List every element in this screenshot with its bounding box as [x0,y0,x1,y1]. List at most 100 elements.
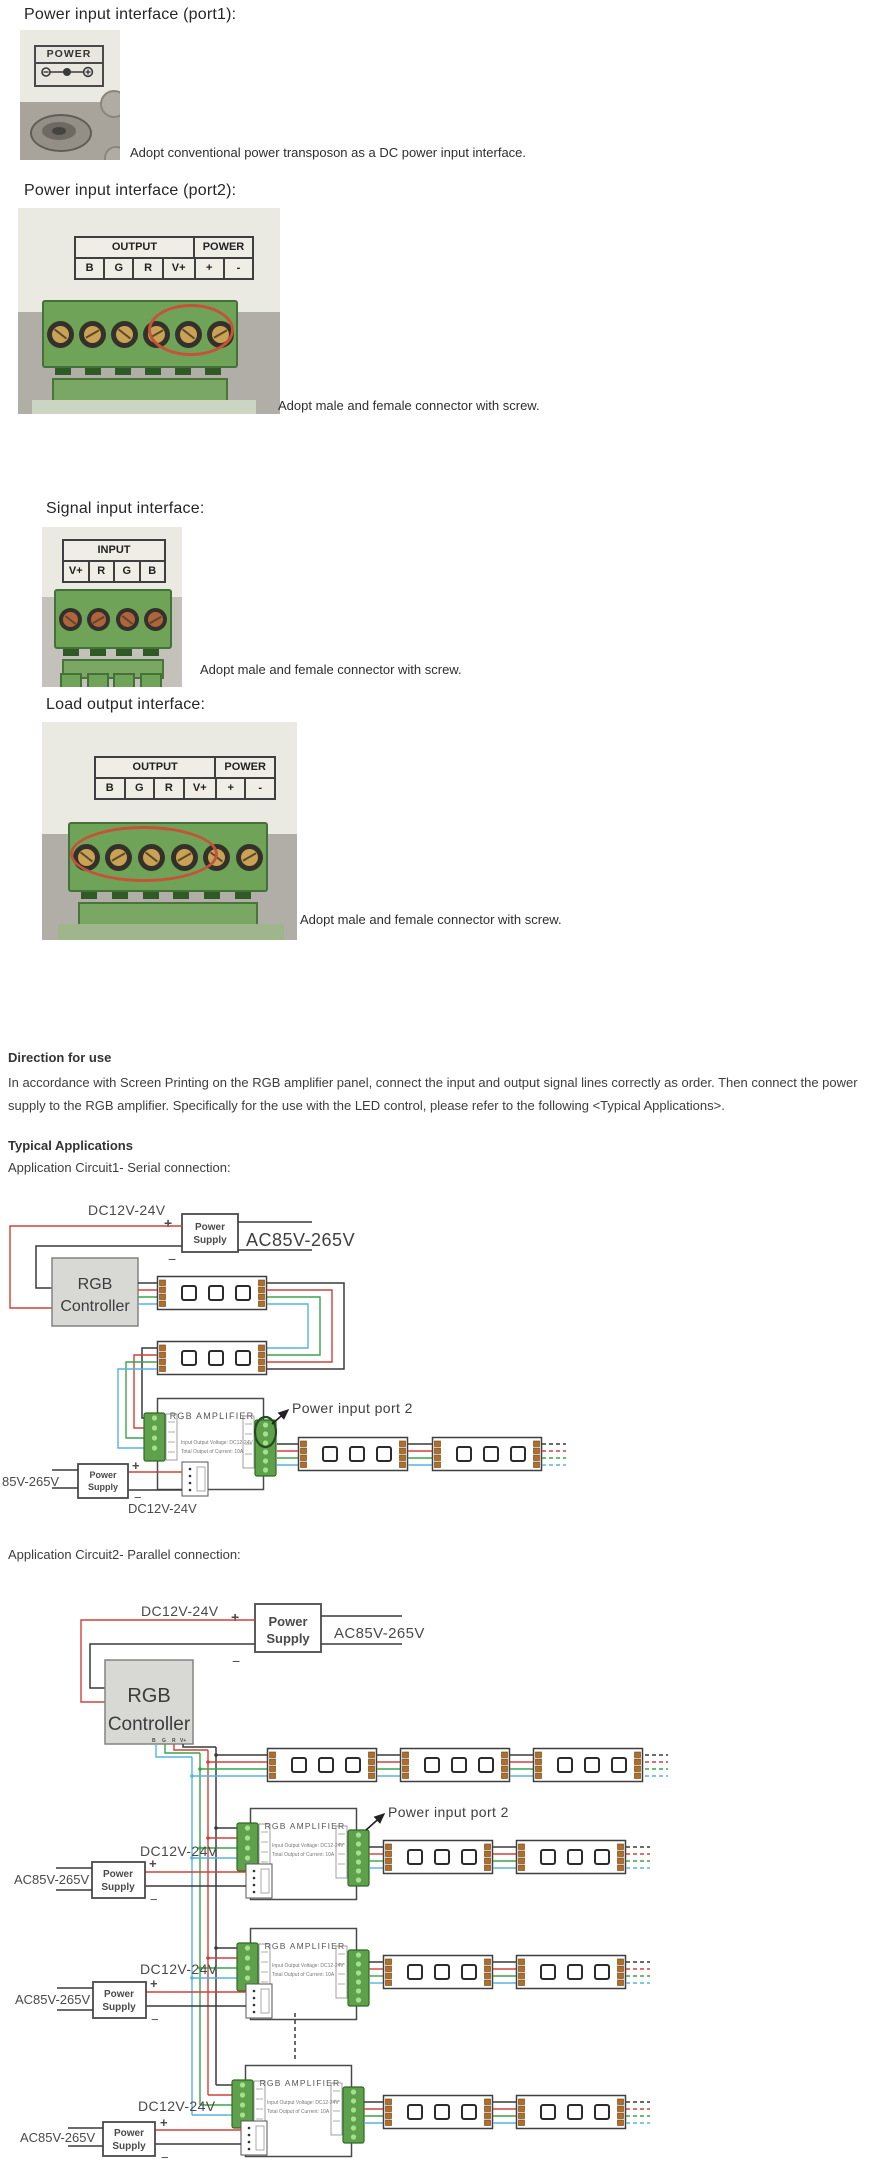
terminal-base [52,378,228,404]
rgb-controller-label: RGB [78,1276,113,1293]
terminal-slots [48,368,228,375]
power-input-port2-label: Power input port 2 [388,1804,509,1820]
heading-power-input-port2: Power input interface (port2): [24,182,237,199]
terminal-hole [58,607,82,631]
led-strip [266,1747,378,1783]
rgb-controller-label: Controller [60,1298,130,1315]
terminal-slots [58,649,164,656]
terminal-hole [46,320,74,348]
ac-voltage-label: AC85V-265V [246,1230,355,1250]
dc-jack-hole [52,127,66,135]
plus-label: + [164,1215,173,1231]
dc-voltage-label: DC12V-24V [141,1603,219,1619]
power-supply-box [77,1463,129,1499]
terminal-block [54,589,172,649]
photo-panel-top: OUTPUT POWER B G R V+ + - [42,722,297,834]
power-supply-label: Supply [193,1235,227,1246]
direction-title: Direction for use [8,1050,112,1065]
led-strip [532,1747,644,1783]
label-b: B [76,259,106,278]
amp-spec-voltage: Input Output Voltage: DC12-24V [181,1440,253,1446]
led-strip [515,2094,627,2130]
photo-load-output: OUTPUT POWER B G R V+ + - [42,722,297,940]
pin-label-b: B [152,1738,156,1744]
terminal-hole [144,607,168,631]
power-supply-box [92,1981,147,2019]
label-vplus: V+ [164,259,196,278]
amp-spec-current: Total Output of Current: 10A [181,1449,244,1455]
label-g: G [115,562,141,581]
amp-spec-current: Total Output of Current: 10A [272,1972,335,1978]
led-strip [399,1747,511,1783]
power-supply-label: Power [114,2128,144,2139]
terminal-hole [115,607,139,631]
photo-power-input-port2: OUTPUT POWER B G R V+ + - [18,208,280,414]
photo-power-input-port1: POWER [20,30,120,160]
photo-panel-top: POWER [20,30,120,102]
label-plus: + [196,259,225,278]
minus-label: − [134,1490,142,1505]
photo-panel-top: INPUT V+ R G B [42,527,182,597]
label-r: R [134,259,164,278]
rgb-amplifier-label: RGB AMPLIFIER [170,1411,255,1421]
heading-load-output: Load output interface: [46,696,206,713]
terminal-footing [32,400,256,414]
ac-voltage-label: AC85V-265V [15,1992,90,2007]
label-power: POWER [202,241,245,253]
power-label-text: POWER [36,47,102,64]
terminal-hole [236,843,264,871]
led-strip [515,1839,627,1875]
power-supply-box [254,1603,322,1653]
pin-label-vplus: V+ [180,1738,186,1744]
minus-label: − [151,2012,159,2027]
caption-signal: Adopt male and female connector with scr… [200,662,462,677]
label-r: R [90,562,115,581]
ac-voltage-label: AC85V-265V [14,1872,89,1887]
terminal-label-table: INPUT V+ R G B [62,539,166,583]
dc-port1-connector [181,1461,209,1497]
rgb-controller-label: RGB [127,1685,170,1707]
amp-spec-voltage: Input Output Voltage: DC12-24V [267,2100,339,2106]
dc-port1-connector [240,2120,268,2156]
screw [100,90,120,118]
label-g: G [105,259,135,278]
label-output: OUTPUT [76,238,195,257]
dc-voltage-label: DC12V-24V [88,1202,166,1218]
power-supply-label: Power [195,1222,225,1233]
rgb-amplifier-label: RGB AMPLIFIER [265,1821,346,1831]
power-terminals-highlight [148,304,234,356]
rgb-controller-label: Controller [108,1714,191,1735]
label-plus: + [217,779,247,798]
power-supply-label: Power [104,1989,134,2000]
caption-port2: Adopt male and female connector with scr… [278,398,540,413]
plus-label: + [150,1976,158,1991]
minus-label: − [168,1251,177,1267]
minus-label: − [232,1653,241,1669]
diagram-serial-connection: DC12V-24V + − Power Supply AC85V-265V RG… [2,1202,566,1516]
rgb-amplifier-label: RGB AMPLIFIER [265,1941,346,1951]
power-supply-box [91,1861,146,1899]
dc-voltage-label: DC12V-24V [140,1843,218,1859]
amp-spec-current: Total Output of Current: 10A [267,2109,330,2115]
power-jack-label: POWER [34,45,104,87]
dc-voltage-label: DC12V-24V [138,2098,216,2114]
heading-power-input-port1: Power input interface (port1): [24,6,237,23]
label-vplus: V+ [185,779,217,798]
power-supply-box [181,1213,239,1253]
plus-label: + [149,1856,157,1871]
led-strip [297,1436,409,1472]
power-supply-label: Supply [88,1482,118,1492]
output-terminals-highlight [70,826,218,882]
heading-signal-input: Signal input interface: [46,500,205,517]
terminal-hole [87,607,111,631]
plus-label: + [160,2115,168,2130]
power-supply-label: Power [89,1470,117,1480]
port2-arrow [271,1408,290,1425]
rgb-controller-box [104,1659,194,1745]
label-r: R [155,779,185,798]
circuit1-label: Application Circuit1- Serial connection: [8,1160,231,1175]
terminal-label-table: OUTPUT POWER B G R V+ + - [94,756,276,800]
terminal-hole [110,320,138,348]
led-strip [382,2094,494,2130]
photo-panel-top: OUTPUT POWER B G R V+ + - [18,208,280,312]
